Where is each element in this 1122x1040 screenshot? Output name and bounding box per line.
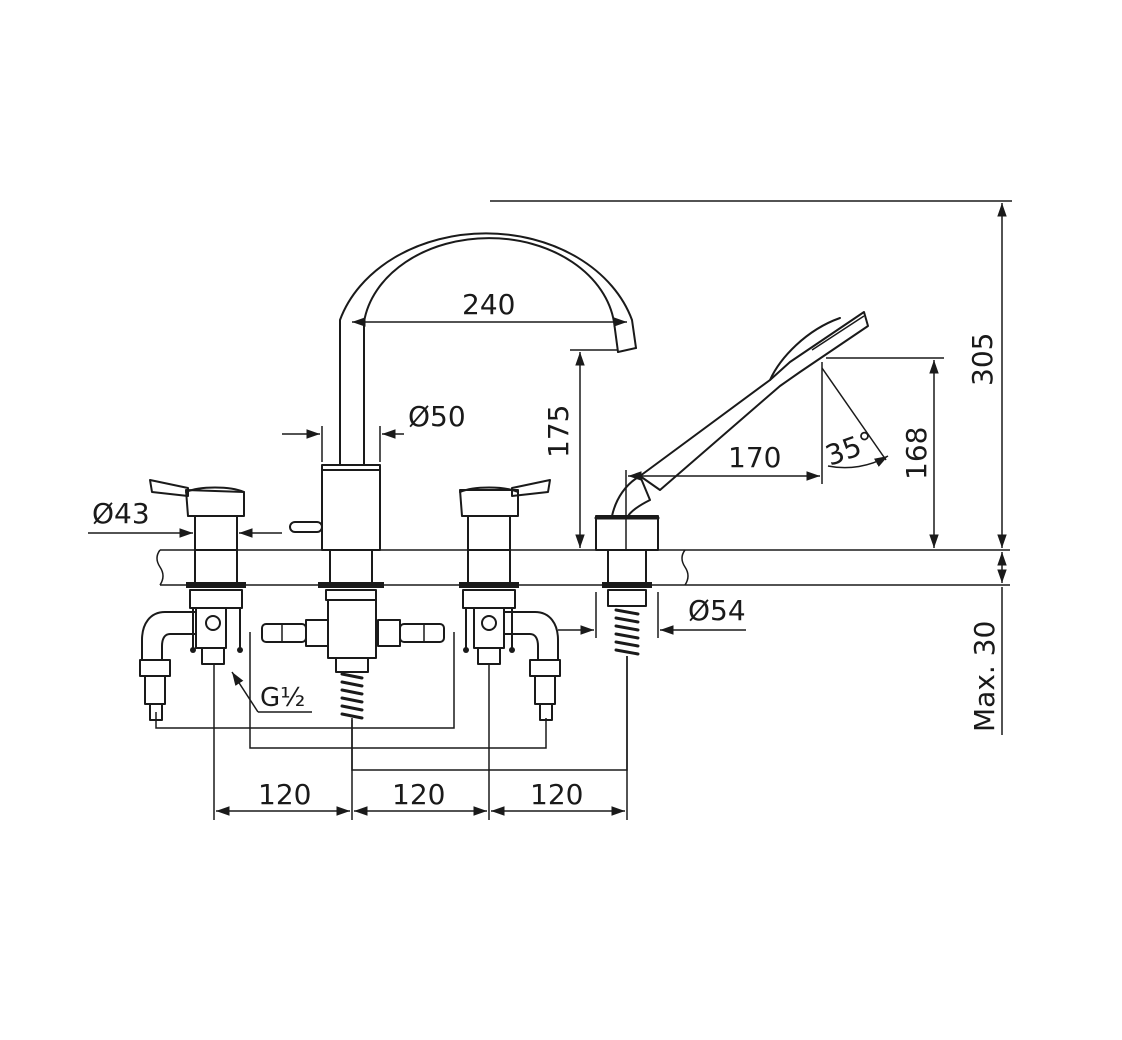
right-valve-body <box>459 549 561 721</box>
left-handle <box>149 479 245 551</box>
hand-shower <box>594 311 869 551</box>
handle-diameter-label: Ø43 <box>92 497 150 530</box>
body-diameter-label: Ø50 <box>408 400 466 433</box>
spacing-label-3: 120 <box>530 778 583 811</box>
dimension-lines <box>88 200 1012 820</box>
total-height-label: 305 <box>966 333 999 386</box>
handshower-connection <box>602 549 652 656</box>
deck-thickness-label: Max. 30 <box>968 621 1001 732</box>
spout <box>289 232 637 551</box>
deck <box>156 549 1010 586</box>
connection-thread-label: G½ <box>260 683 305 713</box>
hose-routing <box>155 632 628 771</box>
handshower-reach-label: 170 <box>728 441 781 474</box>
spacing-label-1: 120 <box>258 778 311 811</box>
handshower-angle-label: 35° <box>821 425 879 473</box>
handshower-height-label: 168 <box>900 427 933 480</box>
spacing-label-2: 120 <box>392 778 445 811</box>
right-handle <box>459 479 551 551</box>
center-connection <box>261 549 445 720</box>
handshower-diameter-label: Ø54 <box>688 594 746 627</box>
left-valve-body <box>139 549 246 721</box>
spout-reach-label: 240 <box>462 288 515 321</box>
spout-height-label: 175 <box>542 405 575 458</box>
